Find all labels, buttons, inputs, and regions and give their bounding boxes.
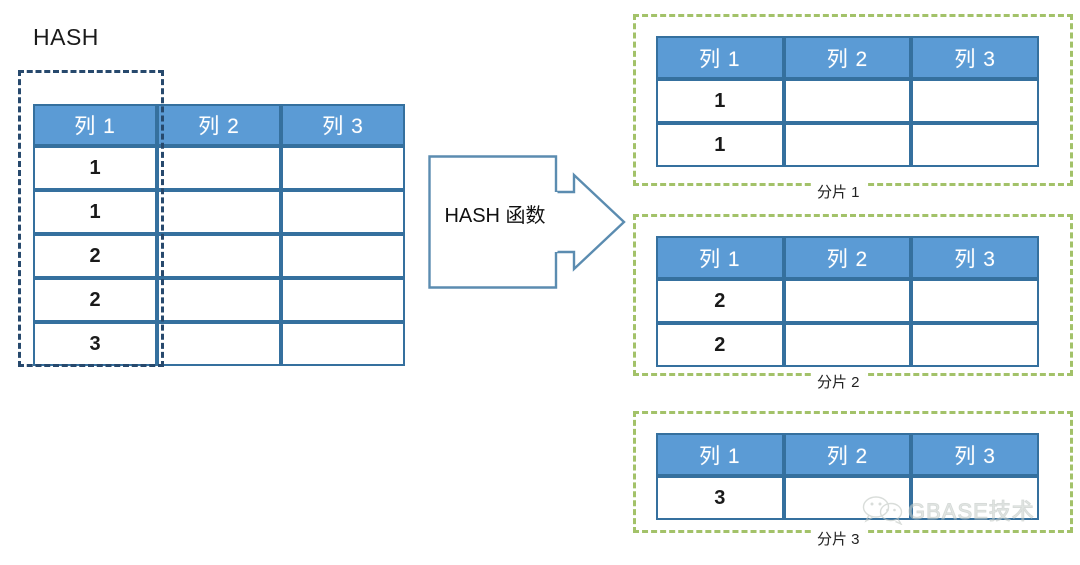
shard-1-label: 分片 1 xyxy=(812,181,865,202)
shard-1-cell-r1c2 xyxy=(911,123,1039,167)
source-cell-r1c0: 1 xyxy=(33,190,157,234)
source-cell-r3c1 xyxy=(157,278,281,322)
shard-1-header-col1: 列 1 xyxy=(656,36,784,79)
source-cell-r0c1 xyxy=(157,146,281,190)
table-row: 2 xyxy=(33,278,405,322)
table-row: 1 xyxy=(656,123,1039,167)
shard-group-1: 列 1 列 2 列 3 1 1 分片 1 xyxy=(633,14,1073,202)
shard-2-header-col2: 列 2 xyxy=(783,236,912,279)
shard-2-cell-r1c2 xyxy=(911,323,1039,367)
source-cell-r3c0: 2 xyxy=(33,278,157,322)
source-header-col1: 列 1 xyxy=(33,104,157,146)
shard-group-3: 列 1 列 2 列 3 3 分片 3 xyxy=(633,411,1073,549)
shard-2-cell-r1c0: 2 xyxy=(656,323,784,367)
shard-2-header-col3: 列 3 xyxy=(911,236,1039,279)
shard-3-header-col2: 列 2 xyxy=(783,433,912,476)
source-cell-r2c2 xyxy=(281,234,405,278)
shard-2-header-col1: 列 1 xyxy=(656,236,784,279)
source-cell-r4c2 xyxy=(281,322,405,366)
table-row: 2 xyxy=(33,234,405,278)
table-row: 1 xyxy=(33,190,405,234)
source-cell-r3c2 xyxy=(281,278,405,322)
source-cell-r1c2 xyxy=(281,190,405,234)
shard-group-2: 列 1 列 2 列 3 2 2 分片 2 xyxy=(633,214,1073,392)
table-row: 2 xyxy=(656,323,1039,367)
shard-1-cell-r1c1 xyxy=(783,123,912,167)
shard-1-cell-r0c2 xyxy=(911,79,1039,123)
shard-3-table: 列 1 列 2 列 3 3 xyxy=(656,433,1039,520)
source-header-col2: 列 2 xyxy=(157,104,281,146)
shard-2-cell-r1c1 xyxy=(783,323,912,367)
shard-1-table: 列 1 列 2 列 3 1 1 xyxy=(656,36,1039,167)
table-row: 3 xyxy=(656,476,1039,520)
hash-function-label: HASH 函数 xyxy=(444,205,546,227)
shard-3-header-col3: 列 3 xyxy=(911,433,1039,476)
shard-3-cell-r0c0: 3 xyxy=(656,476,784,520)
table-header-row: 列 1 列 2 列 3 xyxy=(656,36,1039,79)
shard-1-cell-r1c0: 1 xyxy=(656,123,784,167)
page-title: HASH xyxy=(33,24,99,50)
shard-3-header-col1: 列 1 xyxy=(656,433,784,476)
shard-2-cell-r0c1 xyxy=(783,279,912,323)
hash-key-column-selector xyxy=(18,70,164,367)
shard-1-header-col2: 列 2 xyxy=(783,36,912,79)
table-row: 1 xyxy=(33,146,405,190)
shard-2-cell-r0c0: 2 xyxy=(656,279,784,323)
shard-1-cell-r0c0: 1 xyxy=(656,79,784,123)
table-header-row: 列 1 列 2 列 3 xyxy=(656,236,1039,279)
shard-2-label: 分片 2 xyxy=(812,371,865,392)
shard-3-label: 分片 3 xyxy=(812,528,865,549)
hash-function-arrow-shape xyxy=(428,155,626,289)
source-cell-r0c2 xyxy=(281,146,405,190)
shard-1-cell-r0c1 xyxy=(783,79,912,123)
source-cell-r0c0: 1 xyxy=(33,146,157,190)
source-cell-r2c0: 2 xyxy=(33,234,157,278)
shard-2-cell-r0c2 xyxy=(911,279,1039,323)
source-table: 列 1 列 2 列 3 1 1 2 2 3 xyxy=(33,104,405,366)
shard-1-header-col3: 列 3 xyxy=(911,36,1039,79)
shard-3-cell-r0c2 xyxy=(911,476,1039,520)
table-row: 1 xyxy=(656,79,1039,123)
source-cell-r1c1 xyxy=(157,190,281,234)
source-header-col3: 列 3 xyxy=(281,104,405,146)
shard-3-cell-r0c1 xyxy=(783,476,912,520)
source-cell-r2c1 xyxy=(157,234,281,278)
table-header-row: 列 1 列 2 列 3 xyxy=(33,104,405,146)
table-row: 3 xyxy=(33,322,405,366)
shard-2-table: 列 1 列 2 列 3 2 2 xyxy=(656,236,1039,367)
table-row: 2 xyxy=(656,279,1039,323)
source-cell-r4c1 xyxy=(157,322,281,366)
table-header-row: 列 1 列 2 列 3 xyxy=(656,433,1039,476)
